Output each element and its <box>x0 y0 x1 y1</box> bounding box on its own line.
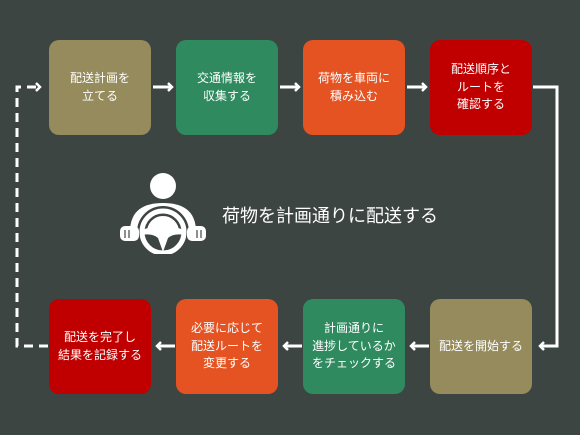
step-6-label: 計画通りに 進捗しているか をチェックする <box>311 321 396 371</box>
step-8-label: 配送を完了し 結果を記録する <box>57 330 142 362</box>
center-goal-label: 荷物を計画通りに配送する <box>222 206 438 227</box>
arrow-8-to-1-dashed <box>15 82 48 348</box>
steering-wheel-driver-icon <box>120 173 206 254</box>
step-2-label: 交通情報を 収集する <box>196 71 257 103</box>
step-2-box: 交通情報を 収集する <box>176 40 278 135</box>
step-1-box: 配送計画を 立てる <box>49 40 151 135</box>
step-3-label: 荷物を車両に 積み込む <box>317 71 390 103</box>
step-6-box: 計画通りに 進捗しているか をチェックする <box>303 299 405 394</box>
arrow-4-to-5 <box>533 85 559 351</box>
step-4-label: 配送順序と ルートを 確認する <box>450 62 511 112</box>
step-5-box: 配送を開始する <box>430 299 532 394</box>
step-3-box: 荷物を車両に 積み込む <box>303 40 405 135</box>
step-7-label: 必要に応じて 配送ルートを 変更する <box>190 321 263 371</box>
step-1-label: 配送計画を 立てる <box>69 71 130 103</box>
step-4-box: 配送順序と ルートを 確認する <box>430 40 532 135</box>
step-5-label: 配送を開始する <box>438 338 523 353</box>
step-7-box: 必要に応じて 配送ルートを 変更する <box>176 299 278 394</box>
step-8-box: 配送を完了し 結果を記録する <box>49 299 151 394</box>
